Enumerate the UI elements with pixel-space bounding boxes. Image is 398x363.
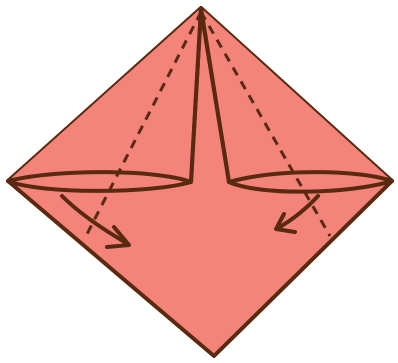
left-flap-fold bbox=[8, 8, 201, 186]
right-flap-edge bbox=[229, 172, 392, 192]
left-flap-edge bbox=[8, 172, 191, 191]
right-flap-fold bbox=[201, 8, 392, 186]
